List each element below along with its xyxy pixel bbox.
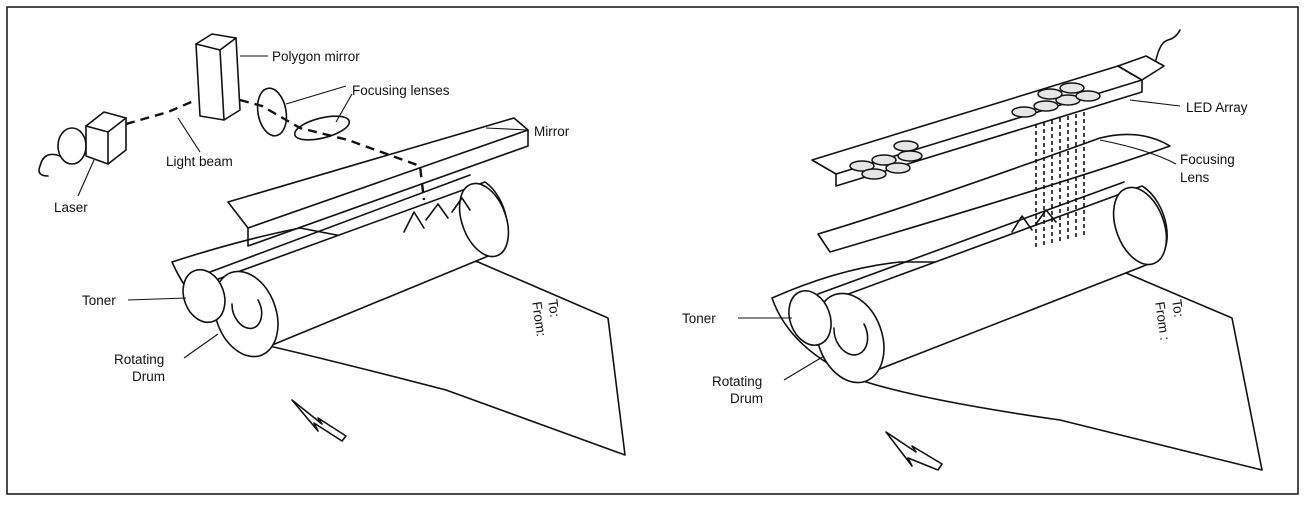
laser-unit-edges (85, 117, 127, 165)
paper-address: To: From: (529, 298, 562, 338)
rotating-label: Rotating (712, 374, 762, 389)
led-printer-diagram: To: From : (682, 29, 1263, 471)
drum-label: Drum (132, 369, 165, 384)
light-beam-path-2 (239, 98, 426, 201)
mirror-label: Mirror (534, 124, 570, 139)
led-array-connector (1117, 55, 1165, 81)
paper-address: To: From : (1152, 298, 1186, 342)
toner-label: Toner (82, 293, 116, 308)
focusing-lenses-label: Focusing lenses (352, 83, 450, 98)
laser-lens (57, 127, 87, 165)
laser-cable (38, 153, 61, 177)
led-array-edge (835, 79, 1143, 187)
light-beam-path-1 (125, 98, 197, 126)
rotating-drum-leader (183, 333, 219, 359)
paper-to-label: To: (545, 298, 562, 318)
led-array-cable (1155, 29, 1181, 61)
drum-far-end (458, 182, 510, 258)
paper-to-label: To: (1169, 298, 1186, 318)
focusing-lens-leader (1099, 139, 1177, 165)
polygon-mirror-label: Polygon mirror (272, 49, 360, 64)
drum-label: Drum (730, 391, 763, 406)
drum-rotation-arrow (231, 299, 263, 330)
paper-from-label: From: (529, 301, 549, 338)
drum-rotation-arrow (833, 323, 869, 356)
drum-far-end (1112, 186, 1168, 266)
laser-leader (77, 159, 95, 197)
rotating-label: Rotating (114, 352, 164, 367)
light-beam-label: Light beam (166, 154, 233, 169)
mirror-leader (485, 127, 529, 131)
paper-output-arrow (885, 431, 943, 471)
drum-near-end (213, 270, 279, 358)
laser-printer-diagram: To: From: Polygon mirror (38, 33, 626, 456)
led-array-leader (1129, 99, 1181, 107)
lens-label: Lens (1180, 170, 1210, 185)
polygon-mirror (195, 33, 241, 121)
polygon-mirror-facets (195, 37, 237, 121)
led-array-label: LED Array (1186, 100, 1248, 115)
laser-label: Laser (54, 200, 88, 215)
latent-image-marks (403, 197, 471, 233)
drum-near-end (815, 292, 885, 384)
focusing-lens (817, 133, 1171, 253)
focusing-label: Focusing (1180, 152, 1235, 167)
toner-roller (182, 268, 226, 324)
toner-leader (127, 297, 187, 301)
led-elements (849, 82, 1101, 180)
mirror-edge (247, 129, 529, 247)
focusing-lenses-leader (285, 85, 353, 123)
toner-label: Toner (682, 311, 716, 326)
paper-output-arrow (291, 399, 347, 442)
toner-roller-edge (209, 174, 471, 273)
light-beam-leader (177, 117, 201, 153)
rotating-drum-leader (783, 355, 825, 381)
toner-roller-edge (817, 181, 1125, 295)
toner-roller (788, 290, 832, 346)
focusing-lens-2 (293, 115, 351, 141)
paper-from-label: From : (1152, 301, 1172, 342)
